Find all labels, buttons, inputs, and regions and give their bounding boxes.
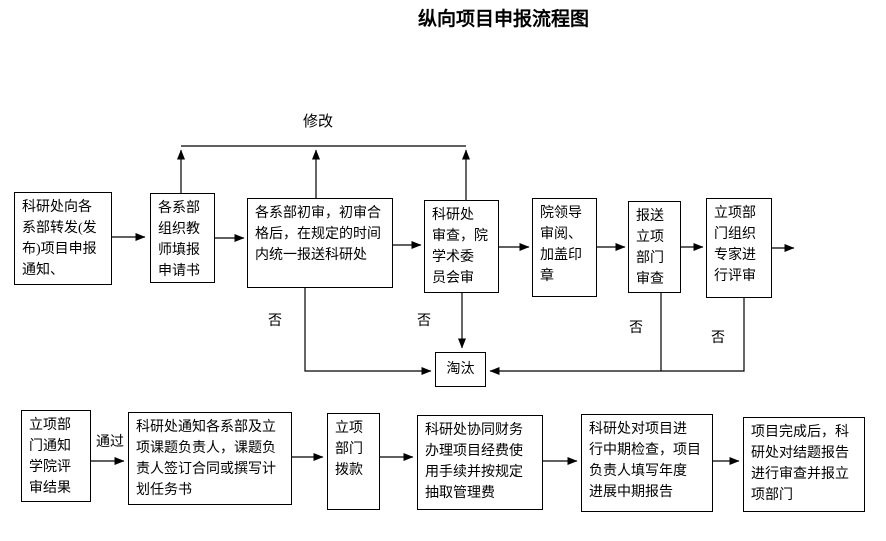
node-finance-management: 科研处协同财务 办理项目经费使 用手续并按规定 抽取管理费 [417,415,543,510]
node-leader-seal: 院领导 审阅、 加盖印 章 [532,198,597,297]
label-no-expert: 否 [711,331,725,346]
node-expert-evaluation: 立项部 门组织 专家进 行评审 [706,198,772,298]
node-submit-authority-review: 报送 立项 部门 审查 [628,201,681,293]
no-branch-expert [489,298,745,375]
label-no-committee: 否 [417,314,431,329]
node-fund-allocation: 立项 部门 拨款 [327,413,380,510]
node-eliminate: 淘汰 [435,352,486,387]
label-no-submit: 否 [629,321,643,336]
label-modify: 修改 [303,114,334,130]
node-dept-initial-review: 各系部初审，初审合 格后，在规定的时间 内统一报送科研处 [247,198,393,288]
node-midterm-check: 科研处对项目进 行中期检查，项目 负责人填写年度 进展中期报告 [581,414,713,512]
page-title: 纵向项目申报流程图 [418,9,590,30]
node-sign-contract: 科研处通知各系部及立 项课题负责人，课题负 责人签订合同或撰写计 划任务书 [128,412,292,505]
node-academic-committee-review: 科研处 审查，院 学术委 员会审 [424,200,499,293]
node-notify-result: 立项部 门通知 学院评 审结果 [21,410,91,502]
no-branch-deptreview [304,288,432,375]
node-issue-notice: 科研处向各 系部转发(发 布)项目申报 通知、 [14,192,112,285]
label-no-dept-review: 否 [268,314,282,329]
node-final-report: 项目完成后，科 研处对结题报告 进行审查并报立 项部门 [743,417,865,512]
node-teachers-apply: 各系部 组织教 师填报 申请书 [150,193,215,283]
label-pass: 通过 [96,435,124,450]
